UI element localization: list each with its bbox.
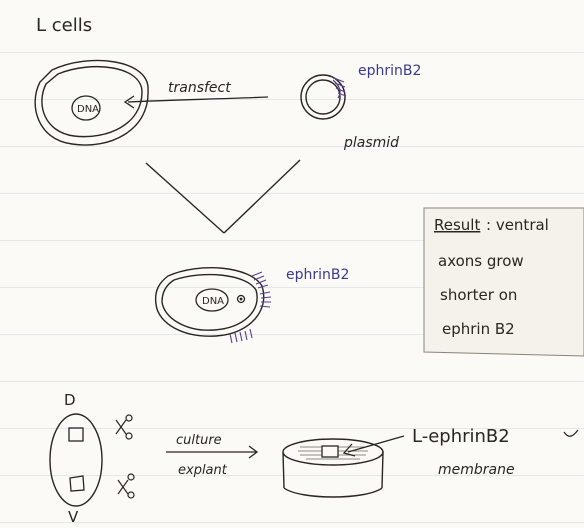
spinal-cord-section bbox=[49, 413, 103, 507]
tilde-mark bbox=[563, 429, 579, 437]
dna-nucleus-top bbox=[71, 95, 101, 121]
l-cell-top bbox=[34, 59, 149, 146]
l-ephrinb2-label: L-ephrinB2 bbox=[412, 426, 510, 447]
dna-label-top: DNA bbox=[77, 104, 99, 115]
plasmid-inside-cell bbox=[236, 294, 246, 304]
transfect-label: transfect bbox=[168, 80, 231, 96]
ephrinb2-label-top: ephrinB2 bbox=[358, 63, 421, 79]
ventral-explant-square bbox=[69, 475, 85, 492]
explant-cut-mark-bottom bbox=[117, 473, 135, 499]
dna-label-middle: DNA bbox=[202, 296, 224, 307]
result-heading: Result bbox=[434, 216, 480, 234]
membrane-label: membrane bbox=[438, 462, 515, 478]
plasmid-label: plasmid bbox=[343, 135, 399, 151]
ephrinb2-insert-top bbox=[332, 77, 347, 99]
culture-dish bbox=[282, 438, 384, 498]
l-cell-transfected bbox=[154, 267, 265, 337]
dorsal-explant-square bbox=[68, 427, 84, 442]
culture-label: culture bbox=[176, 433, 222, 448]
plasmid-core bbox=[239, 297, 243, 301]
merge-lines bbox=[145, 159, 301, 234]
dish-pointer-arrow bbox=[342, 435, 405, 457]
result-line-1: : ventral bbox=[486, 216, 549, 234]
ventral-label: V bbox=[68, 508, 79, 526]
explant-in-dish bbox=[321, 445, 339, 458]
result-box bbox=[423, 207, 584, 357]
ephrinb2-surface-marks bbox=[229, 271, 272, 344]
dna-nucleus-middle bbox=[195, 288, 229, 312]
explant-cut-mark-top bbox=[115, 414, 133, 440]
page-title: L cells bbox=[36, 15, 92, 36]
result-line-2: axons grow bbox=[438, 252, 524, 270]
plasmid-icon bbox=[300, 74, 346, 120]
culture-explant-arrow bbox=[166, 445, 259, 459]
result-line-4: ephrin B2 bbox=[442, 320, 515, 338]
transfect-arrow bbox=[123, 95, 269, 109]
ephrinb2-label-middle: ephrinB2 bbox=[286, 267, 349, 283]
explant-label: explant bbox=[178, 463, 228, 478]
dorsal-label: D bbox=[64, 391, 76, 409]
result-line-3: shorter on bbox=[440, 286, 517, 304]
